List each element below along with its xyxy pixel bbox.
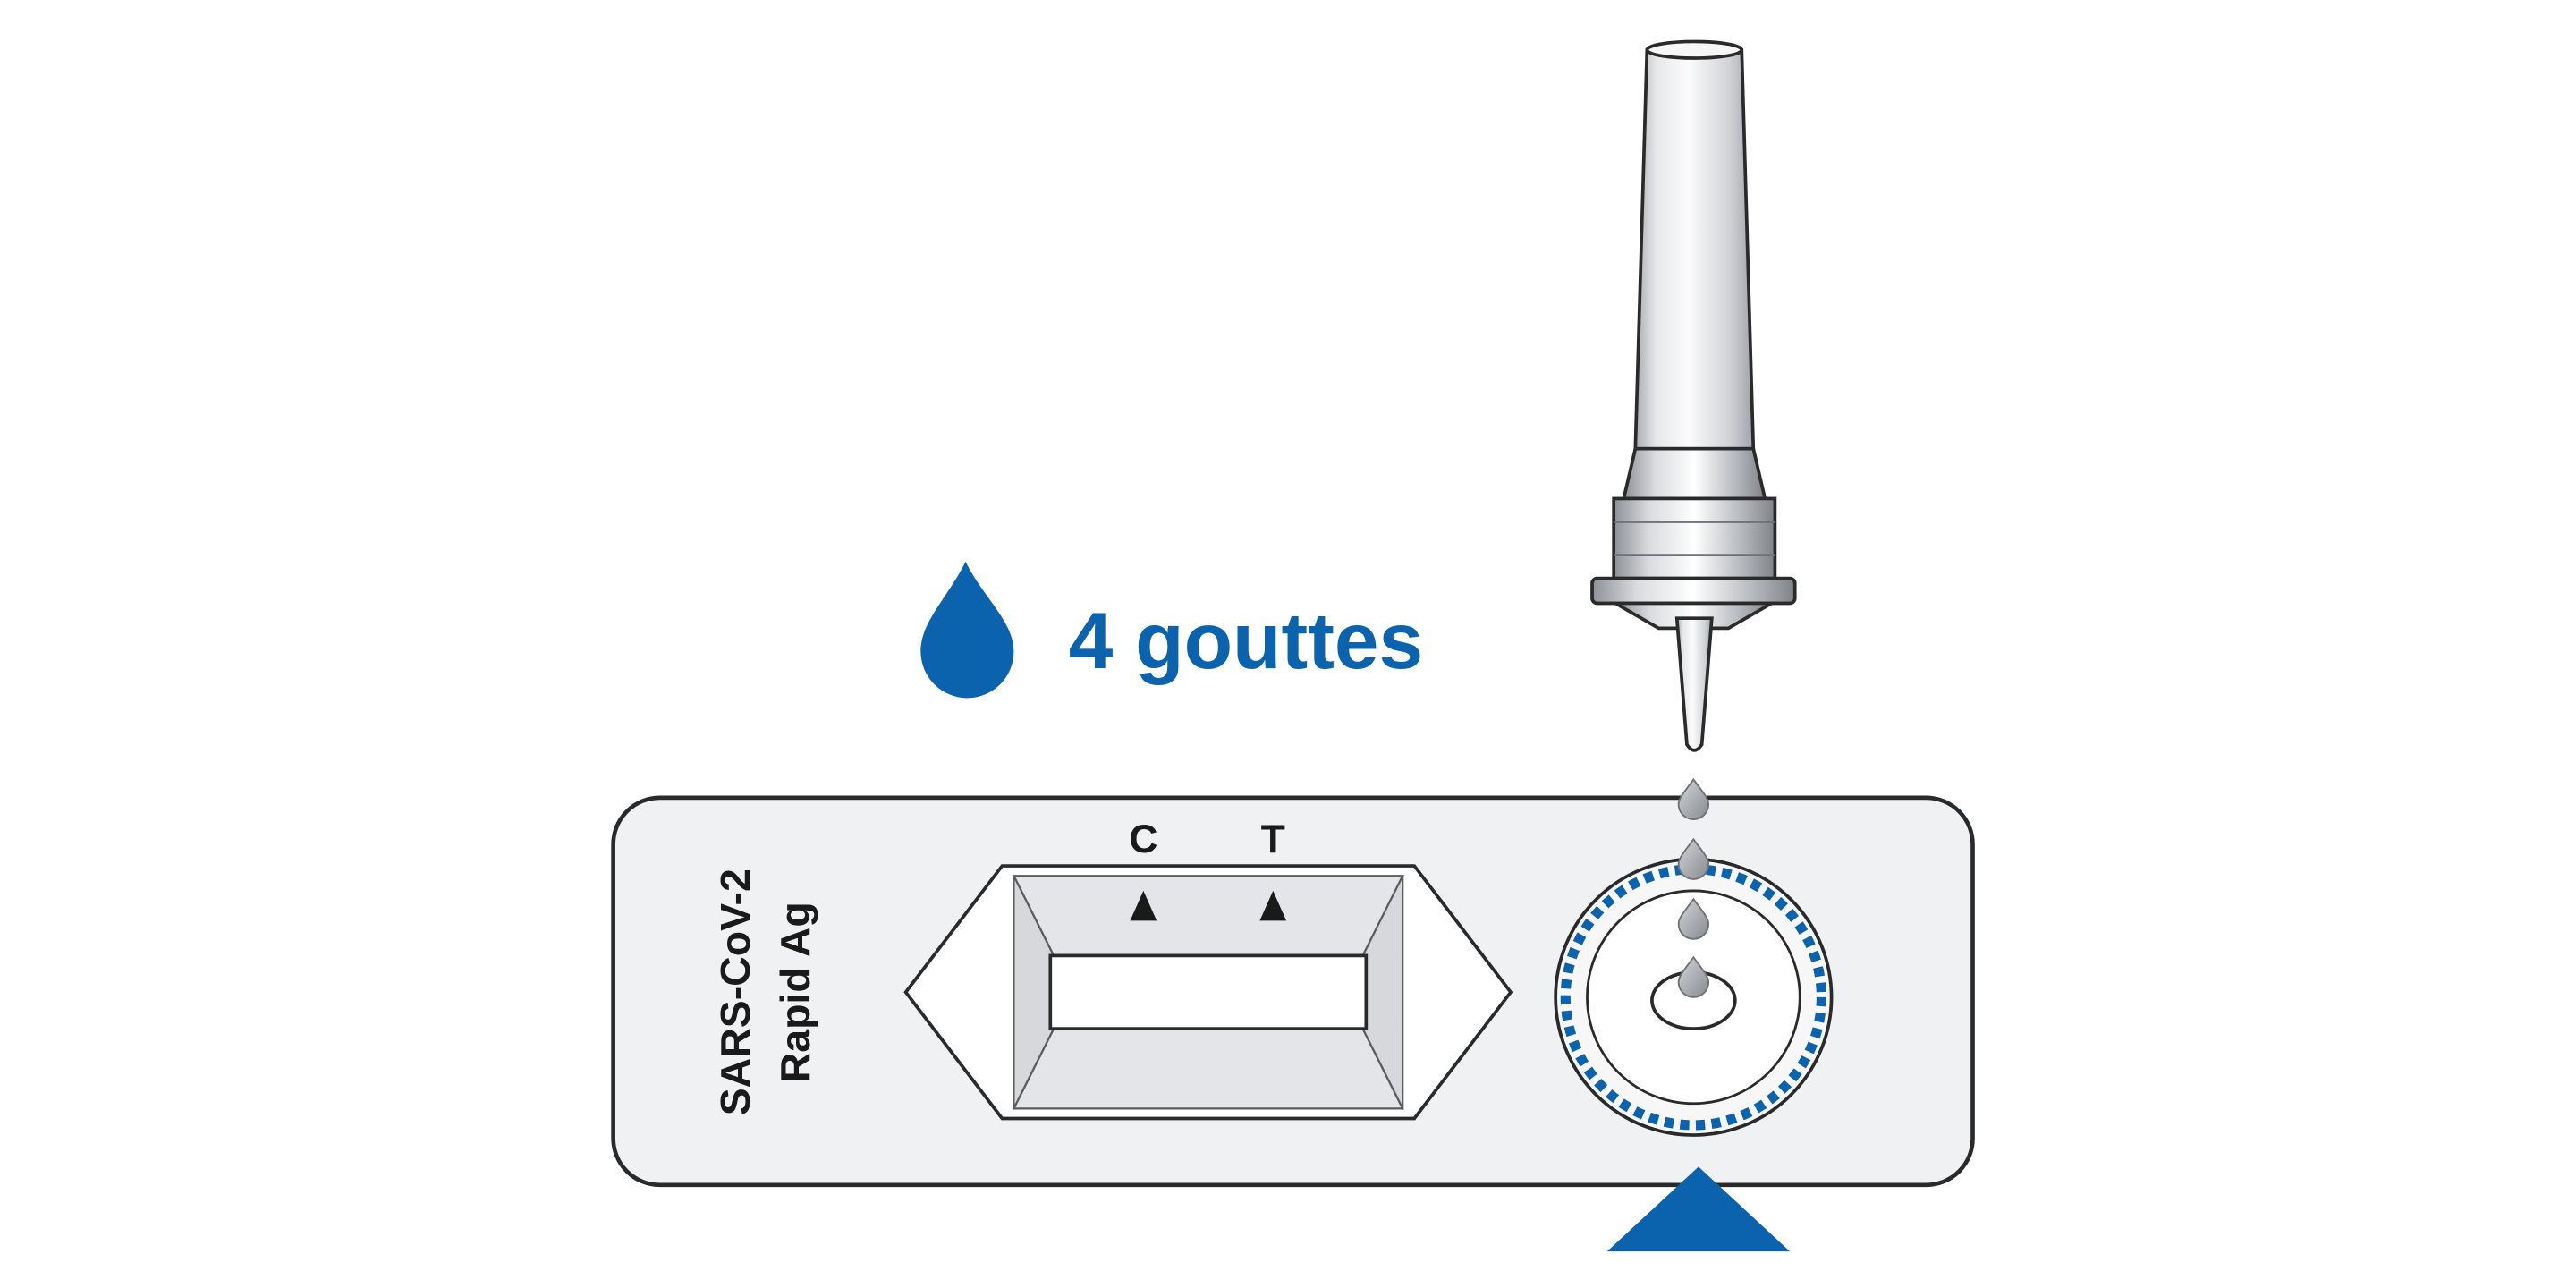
dropper-flange [1590,576,1797,606]
product-name-line2: Rapid Ag [772,902,818,1082]
drop-count-label: 4 gouttes [1069,596,1423,685]
control-line-arrow-icon [1130,890,1157,921]
dropper-neck [1609,601,1778,631]
product-name-line1: SARS-CoV-2 [712,869,758,1115]
control-line-label: C [1129,818,1157,861]
falling-drops [1677,777,1710,998]
falling-drop-icon [1677,897,1710,940]
dropper-nozzle [1674,616,1714,752]
test-cassette: SARS-CoV-2 Rapid Ag C T [611,777,1975,1188]
test-line-arrow-icon [1259,890,1287,921]
dropper-tube [1590,39,1797,752]
falling-drop-icon [1677,777,1710,820]
dropper-collar [1612,496,1777,580]
sample-well-pointer-icon [1606,1166,1791,1252]
falling-drop-icon [1677,955,1710,998]
dropper-body [1633,43,1756,451]
dropper-cap-top [1645,39,1744,60]
water-drop-icon [920,562,1014,699]
result-window [903,864,1513,1121]
falling-drop-icon [1677,837,1710,880]
result-strip [1048,953,1368,1030]
dropper-shoulder [1621,446,1767,501]
test-line-label: T [1261,818,1285,861]
